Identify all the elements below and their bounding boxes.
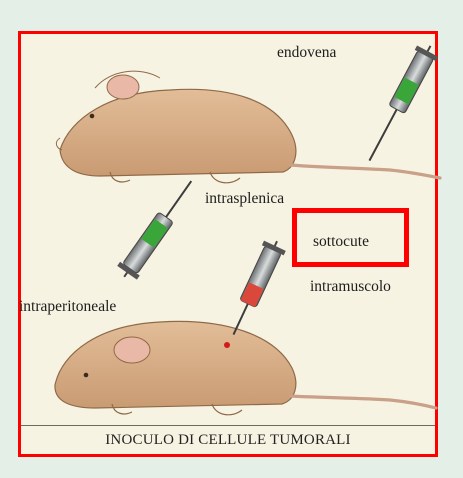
syringe-endovena-icon bbox=[359, 40, 441, 166]
label-intramuscolo: intramuscolo bbox=[310, 278, 391, 296]
injection-dot bbox=[224, 342, 230, 348]
caption-bar: INOCULO DI CELLULE TUMORALI bbox=[21, 425, 435, 454]
label-intraperitoneale: intraperitoneale bbox=[19, 298, 116, 316]
label-endovena: endovena bbox=[277, 44, 336, 62]
highlight-box bbox=[292, 208, 409, 267]
mouse-top bbox=[56, 71, 440, 183]
syringe-intraperitoneale-icon bbox=[114, 174, 201, 284]
syringe-intramuscolo-icon bbox=[223, 236, 288, 339]
label-intrasplenica: intrasplenica bbox=[205, 190, 284, 208]
mouse-bottom bbox=[55, 321, 436, 414]
figure-caption: INOCULO DI CELLULE TUMORALI bbox=[105, 432, 351, 449]
